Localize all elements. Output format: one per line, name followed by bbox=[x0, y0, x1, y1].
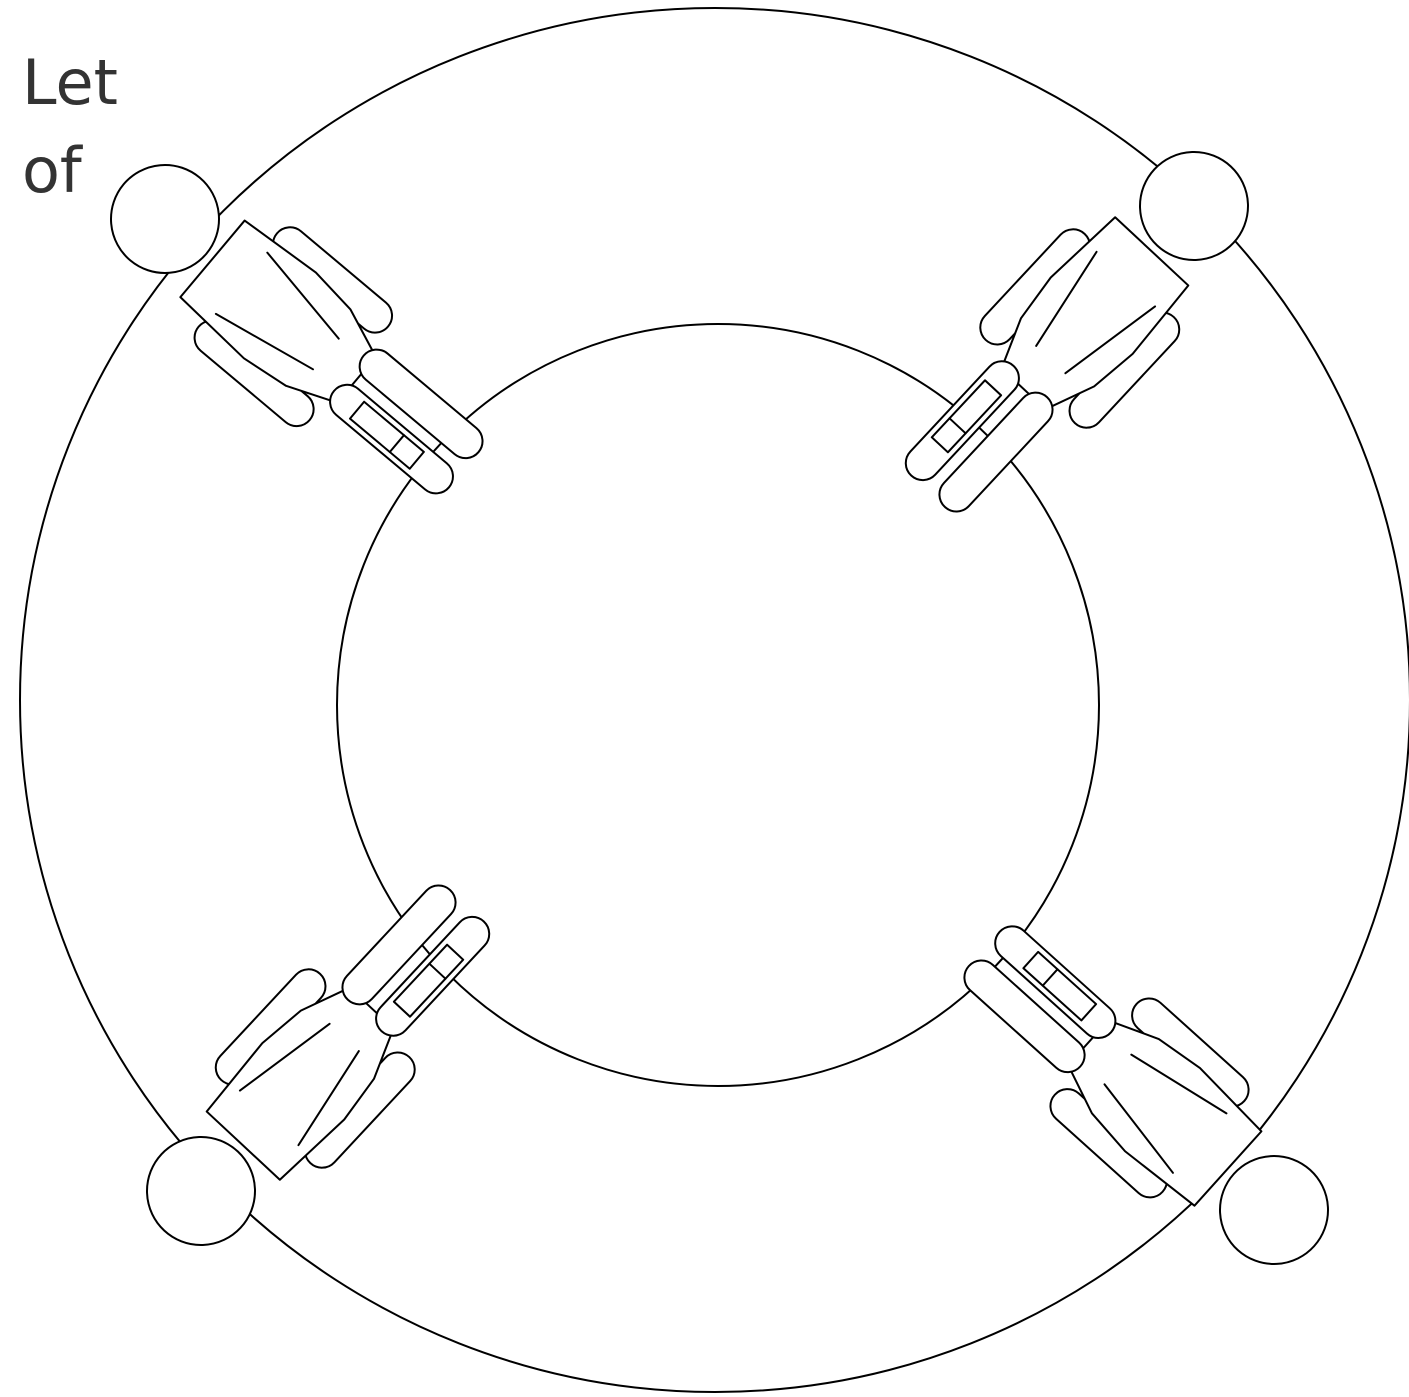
person-bottom-right bbox=[932, 891, 1366, 1304]
person-figure-icon bbox=[871, 113, 1288, 544]
person-top-left bbox=[73, 125, 513, 530]
caption-line-2: of bbox=[22, 140, 82, 202]
caption-line-1: Let bbox=[22, 52, 118, 114]
person-figure-icon bbox=[932, 891, 1366, 1304]
person-figure-icon bbox=[73, 125, 513, 530]
person-top-right bbox=[871, 113, 1288, 544]
person-bottom-left bbox=[107, 853, 524, 1284]
person-figure-icon bbox=[107, 853, 524, 1284]
